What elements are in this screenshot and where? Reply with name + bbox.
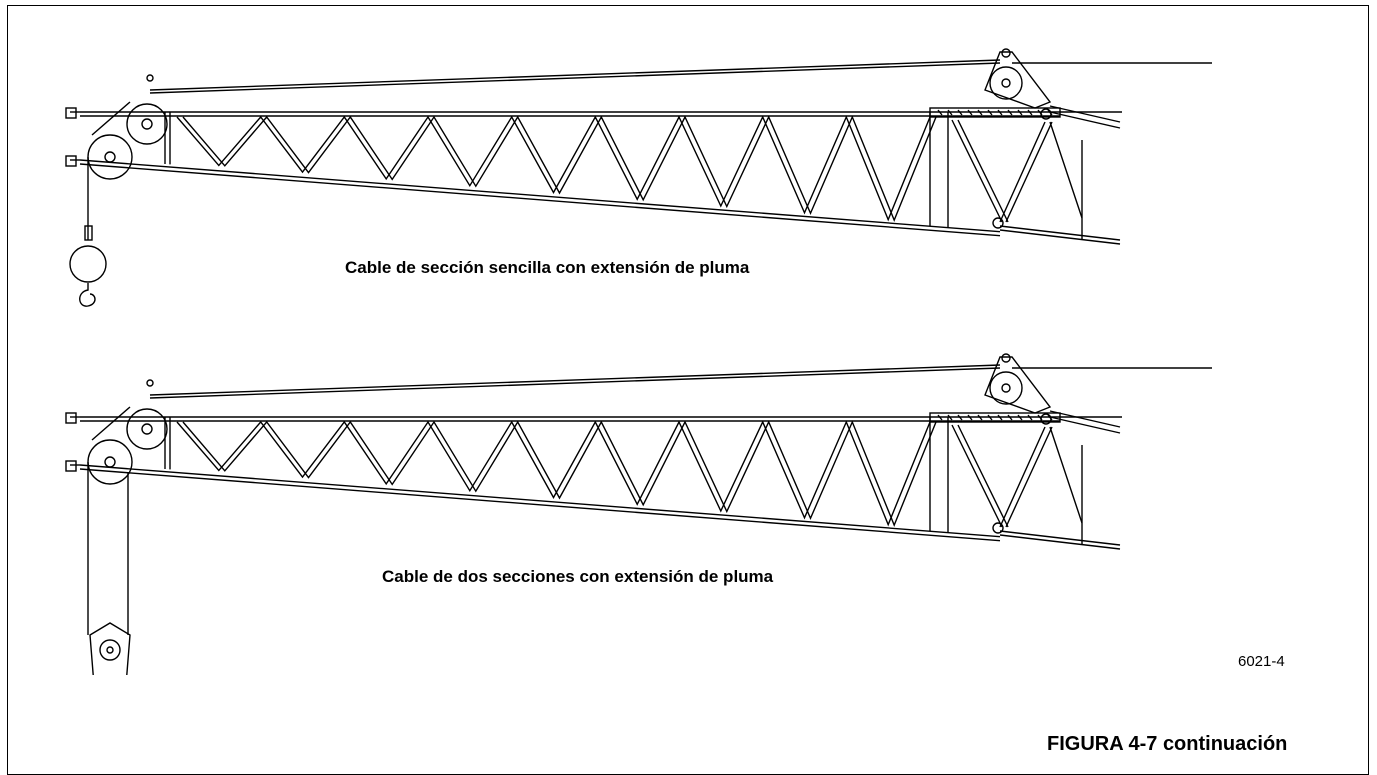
lacing-inner [182, 115, 937, 222]
pin-bar-hatch [987, 109, 993, 116]
pin-bar-hatch [1027, 414, 1033, 421]
pin-bar-hatch [977, 414, 983, 421]
pin-bar-hatch [1007, 109, 1013, 116]
drawing-number: 6021-4 [1238, 653, 1285, 670]
hook-block [89, 622, 131, 675]
pin-bar-hatch [937, 414, 943, 421]
heel-pin-lower [992, 522, 1004, 534]
boom-drawing-single-part [0, 40, 1377, 370]
pendant-cable [149, 364, 1001, 396]
heel-pin-upper [1040, 108, 1052, 120]
bottom-chord [79, 159, 1001, 233]
bottom-chord-inner [79, 468, 1001, 542]
pin-bar-hatch [957, 109, 963, 116]
heel-strut-5 [1049, 121, 1083, 219]
bottom-chord-inner [79, 163, 1001, 237]
pendant-cable [149, 59, 1001, 91]
tip-sheave-upper [126, 408, 168, 450]
pin-bar-hatch [947, 414, 953, 421]
boom-svg [65, 353, 1212, 675]
attach-link-upper [1049, 410, 1121, 428]
tip-sheave-main-pin [104, 456, 116, 468]
tip-sheave-main [87, 439, 133, 485]
heel-strut-1 [951, 424, 1003, 528]
heel-strut-1 [951, 119, 1003, 223]
overhaul-ball [69, 245, 107, 283]
attach-link-upper-2 [1049, 416, 1121, 434]
heel-strut-2 [957, 424, 1009, 528]
hook-block-pin [106, 646, 114, 654]
pin-bar-hatch [1017, 414, 1023, 421]
tip-lug-box-bottom [65, 460, 77, 472]
heel-strut-5 [1049, 426, 1083, 524]
heel-pin-upper [1040, 413, 1052, 425]
tip-sheave-upper-pin [141, 423, 153, 435]
tip-cable-wrap [91, 406, 131, 441]
heel-strut-4 [1005, 426, 1053, 528]
attach-link-lower [999, 225, 1121, 241]
gantry-top-pin [1001, 353, 1011, 363]
tip-lug-box-top [65, 107, 77, 119]
boom-lines [65, 48, 1212, 307]
tip-sheave-main-pin [104, 151, 116, 163]
pin-bar-hatch [1017, 109, 1023, 116]
pin-bar-hatch [967, 109, 973, 116]
boom-drawing-two-part [0, 345, 1377, 675]
pendant-cable-2 [149, 62, 1001, 94]
heel-pin-lower [992, 217, 1004, 229]
lacing [176, 115, 931, 222]
attach-link-lower-2 [999, 229, 1121, 245]
attach-link-upper-2 [1049, 111, 1121, 129]
hook-block-sheave [99, 639, 121, 661]
caption-two-part: Cable de dos secciones con extensión de … [382, 567, 774, 586]
pin-bar-hatch [967, 414, 973, 421]
heel-strut-2 [957, 119, 1009, 223]
gantry-plate [984, 356, 1052, 414]
tip-lug-box-bottom [65, 155, 77, 167]
pin-bar-hatch [947, 109, 953, 116]
attach-link-upper [1049, 105, 1121, 123]
tip-cable-wrap [91, 101, 131, 136]
pin-bar-hatch [1007, 414, 1013, 421]
gantry-sheave-pin [1001, 383, 1011, 393]
heel-strut-3 [999, 426, 1046, 528]
pin-bar-hatch [997, 414, 1003, 421]
pin-bar-hatch [977, 109, 983, 116]
lacing [176, 420, 931, 527]
wedge-socket [84, 225, 93, 241]
tip-pin [146, 74, 154, 82]
pin-bar [929, 412, 1061, 423]
tip-sheave-upper-pin [141, 118, 153, 130]
pin-bar-hatch [937, 109, 943, 116]
gantry-sheave-pin [1001, 78, 1011, 88]
attach-link-lower [999, 530, 1121, 546]
attach-link-lower-2 [999, 534, 1121, 550]
tip-pin [146, 379, 154, 387]
caption-single-part: Cable de sección sencilla con extensión … [345, 258, 750, 277]
gantry-plate [984, 51, 1052, 109]
gantry-sheave [989, 371, 1023, 405]
tip-sheave-upper [126, 103, 168, 145]
boom-svg [65, 48, 1212, 307]
pendant-cable-2 [149, 367, 1001, 399]
gantry-sheave [989, 66, 1023, 100]
tip-lug-box-top [65, 412, 77, 424]
boom-lines [65, 353, 1212, 675]
pin-bar-hatch [997, 109, 1003, 116]
heel-strut-4 [1005, 121, 1053, 223]
pin-bar-hatch [1027, 109, 1033, 116]
heel-strut-3 [999, 121, 1046, 223]
lacing-inner [182, 420, 937, 527]
bottom-chord [79, 464, 1001, 538]
gantry-top-pin [1001, 48, 1011, 58]
tip-sheave-main [87, 134, 133, 180]
pin-bar-hatch [957, 414, 963, 421]
pin-bar [929, 107, 1061, 118]
hook [79, 283, 96, 307]
pin-bar-hatch [987, 414, 993, 421]
figure-caption: FIGURA 4-7 continuación [1047, 733, 1288, 755]
